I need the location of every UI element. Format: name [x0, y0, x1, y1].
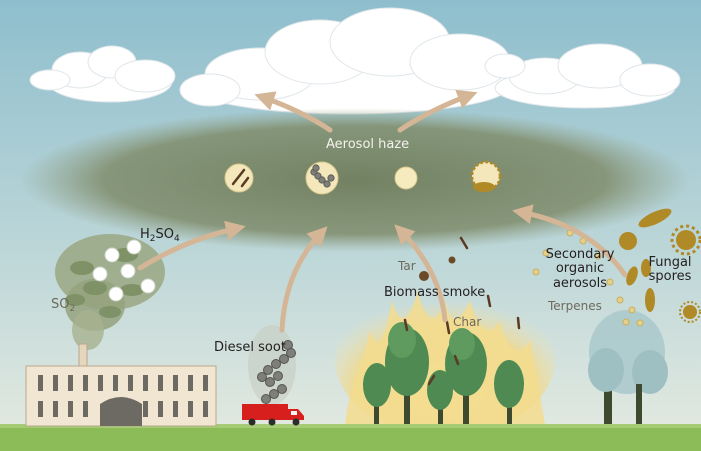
label-biomass-smoke: Biomass smoke: [384, 285, 486, 300]
haze-particle-soot-rods: [224, 163, 254, 193]
terpene-tree: [588, 310, 668, 424]
forest-trees: [363, 322, 524, 424]
aerosol-haze-cloud: [20, 108, 690, 252]
arrow-haze-to-cloud-left: [254, 91, 333, 133]
haze-particle-soot-chain: [305, 161, 339, 195]
label-fungal-spores: Fungal spores: [646, 255, 694, 285]
flow-arrows: [137, 89, 628, 333]
tar-text: Tar: [398, 259, 416, 273]
h2so4-sub-4: 4: [174, 234, 180, 244]
label-secondary-organic-aerosols: Secondary organic aerosols: [543, 247, 617, 291]
secondary-organic-particles: [532, 229, 644, 327]
label-diesel-soot: Diesel soot: [214, 340, 286, 355]
arrow-biomass-to-haze: [394, 224, 448, 323]
ground-edge: [0, 424, 701, 428]
biomass-smoke-text: Biomass smoke: [384, 285, 486, 300]
label-terpenes: Terpenes: [548, 299, 602, 313]
label-char: Char: [453, 315, 482, 329]
haze-particle-fungal: [470, 160, 502, 192]
secondary-line-3: aerosols: [552, 275, 608, 291]
h2so4-h: H: [140, 227, 150, 242]
cloud-right: [484, 43, 681, 109]
ground: [0, 424, 701, 451]
arrow-factory-to-haze: [137, 220, 246, 271]
chimney: [78, 343, 88, 369]
factory: [25, 365, 217, 427]
arrow-haze-to-cloud-right: [397, 89, 478, 133]
h2so4-so: SO: [155, 227, 174, 242]
cloud-center: [179, 7, 511, 115]
aerosol-haze-text: Aerosol haze: [326, 137, 410, 152]
diesel-soot-text: Diesel soot: [214, 340, 286, 355]
cloud-left: [29, 45, 176, 103]
tar-particles: [419, 256, 456, 281]
fungal-line-2: spores: [648, 269, 692, 285]
fungal-spores: [619, 208, 701, 323]
label-aerosol-haze: Aerosol haze: [326, 137, 410, 152]
char-particles: [403, 236, 521, 386]
terpenes-text: Terpenes: [548, 299, 602, 313]
arrow-diesel-to-haze: [279, 226, 328, 333]
arrow-biogenic-to-haze: [512, 204, 628, 278]
truck: [242, 404, 304, 426]
so2-so: SO: [51, 297, 70, 312]
fungal-line-1: Fungal: [648, 255, 692, 270]
h2so4-sub-2: 2: [149, 234, 156, 244]
label-h2so4: H2SO4: [140, 227, 180, 245]
label-tar: Tar: [398, 259, 416, 273]
haze-particle-droplet: [394, 166, 418, 190]
secondary-line-1: Secondary: [545, 247, 615, 262]
label-so2: SO2: [51, 297, 76, 315]
char-text: Char: [453, 315, 482, 329]
sulfate-droplets: [92, 239, 156, 302]
so2-sub-2: 2: [69, 304, 76, 314]
diesel-plume: [248, 325, 296, 405]
secondary-line-2: organic: [555, 261, 605, 277]
